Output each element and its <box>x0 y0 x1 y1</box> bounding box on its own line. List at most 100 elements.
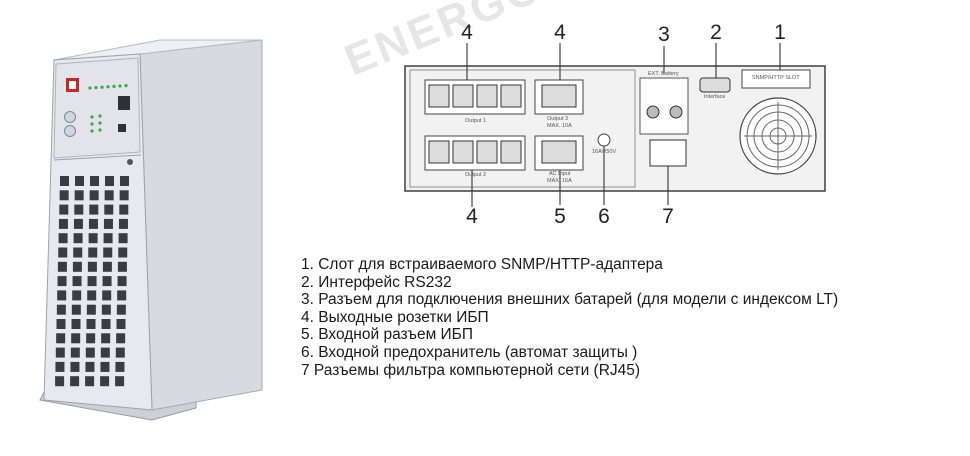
vent-slot <box>103 233 113 244</box>
vent-slot <box>55 361 65 372</box>
vent-slot <box>103 247 113 258</box>
vent-slot <box>57 290 67 301</box>
output2-sockets <box>424 135 526 171</box>
output3-socket <box>534 79 584 115</box>
vent-slot <box>57 276 67 287</box>
vent-slot <box>115 376 125 387</box>
door-lock <box>127 159 133 165</box>
rs232-port <box>699 77 731 93</box>
vent-slot <box>72 276 82 287</box>
rj45-filter <box>649 139 687 167</box>
vent-slot <box>116 319 126 329</box>
vent-slot <box>87 261 97 272</box>
vent-slot <box>100 376 110 387</box>
power-on-button <box>64 111 76 123</box>
callout-3-ext-battery: 3 <box>658 23 670 46</box>
vent-slot <box>88 247 98 258</box>
cooling-fan <box>739 97 817 175</box>
vent-slot <box>117 290 127 301</box>
legend-item: 7 Разъемы фильтра компьютерной сети (RJ4… <box>301 361 641 379</box>
vent-slot <box>74 204 84 215</box>
vent-slot <box>59 190 69 201</box>
callout-leader-lines <box>466 43 781 207</box>
vent-slot <box>89 190 99 201</box>
legend-item: 5. Входной разъем ИБП <box>301 326 473 344</box>
vent-slot <box>100 347 110 358</box>
vent-slot <box>74 190 84 201</box>
status-display <box>118 96 130 110</box>
vent-slot <box>116 304 126 315</box>
vent-slot <box>85 347 95 358</box>
vent-slot <box>118 247 128 258</box>
label-interface: Interface <box>704 94 726 100</box>
vent-slot <box>100 361 110 372</box>
vent-slot <box>115 361 125 372</box>
vent-slot <box>87 290 97 301</box>
vent-slot <box>75 176 84 186</box>
vent-slot <box>56 319 66 329</box>
label-ac-input-max: MAX. 16A <box>547 178 572 184</box>
legend-item: 2. Интерфейс RS232 <box>301 273 452 291</box>
vent-slot <box>116 333 126 344</box>
vent-slot <box>58 233 68 244</box>
vent-slot <box>88 218 98 229</box>
vent-slot <box>59 204 69 215</box>
vent-slot <box>87 276 97 287</box>
vent-slot <box>117 276 127 287</box>
label-output3-max: MAX. 10A <box>547 123 572 129</box>
vent-slot <box>70 347 80 358</box>
vent-slot <box>72 261 82 272</box>
label-output2: Output 2 <box>465 172 487 178</box>
vent-slot <box>118 218 128 229</box>
label-ac-input: AC Input <box>549 171 571 177</box>
vent-slot <box>73 218 83 229</box>
output1-sockets <box>424 79 526 115</box>
vent-slot <box>86 304 96 315</box>
vent-slot <box>60 176 69 186</box>
label-output3: Output 3 <box>547 116 569 122</box>
vent-slot <box>119 204 129 215</box>
vent-slot <box>56 304 66 315</box>
callout-4-output3-socket: 4 <box>554 21 566 44</box>
legend-item: 1. Слот для встраиваемого SNMP/HTTP-адап… <box>301 256 663 273</box>
vent-slot <box>85 376 95 387</box>
vent-slot <box>58 247 68 258</box>
vent-slot <box>101 333 111 344</box>
led-indicator-row <box>88 84 128 90</box>
vent-slot <box>117 261 127 272</box>
vent-slot <box>70 376 80 387</box>
vent-slot <box>102 276 112 287</box>
vent-slot <box>55 347 65 358</box>
vent-slot <box>71 304 81 315</box>
callout-1-snmp-slot: 1 <box>774 21 786 44</box>
vent-slot <box>70 361 80 372</box>
legend-item: 3. Разъем для подключения внешних батаре… <box>301 291 839 309</box>
vent-slot <box>55 376 65 387</box>
callout-2-rs232: 2 <box>710 21 722 44</box>
label-snmp-slot: SNMP/HTTP SLOT <box>752 75 800 81</box>
callout-4-output2-sockets: 4 <box>466 205 478 228</box>
legend-item: 4. Выходные розетки ИБП <box>301 308 489 326</box>
label-output1: Output 1 <box>465 118 487 124</box>
vent-slot <box>101 319 111 329</box>
label-ext-battery: EXT. Battery <box>648 71 679 77</box>
callout-6-fuse: 6 <box>598 205 610 228</box>
vent-slot <box>101 304 111 315</box>
ups-tower-illustration <box>39 39 263 421</box>
vent-slot <box>115 347 125 358</box>
ac-input-socket <box>534 135 584 171</box>
vent-slot <box>104 190 114 201</box>
vent-slot <box>89 204 99 215</box>
vent-slot <box>57 261 67 272</box>
vent-slot <box>86 333 96 344</box>
vent-slot <box>120 176 129 186</box>
callout-7-rj45: 7 <box>662 205 674 228</box>
vent-slot <box>73 247 83 258</box>
label-fuse: 16A/250V <box>592 149 617 155</box>
callout-5-ac-input: 5 <box>554 205 566 228</box>
vent-slot <box>71 333 81 344</box>
vent-slot <box>104 204 114 215</box>
legend-item: 6. Входной предохранитель (автомат защит… <box>301 343 638 361</box>
snmp-slot <box>741 69 811 89</box>
